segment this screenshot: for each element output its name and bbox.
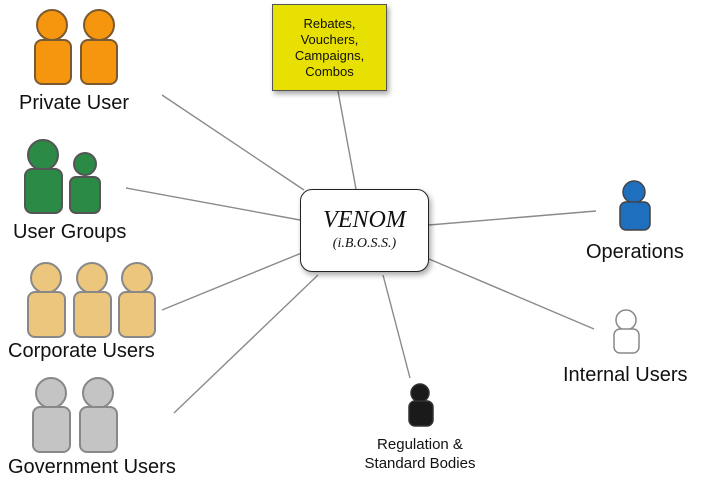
regulation-label-line: Regulation & [377, 436, 463, 453]
operations-icon [619, 180, 651, 231]
internal-users-icon [613, 309, 640, 354]
note-line: Vouchers, [300, 31, 359, 47]
regulation-label: Regulation & Standard Bodies [360, 435, 480, 473]
note-line: Combos [305, 63, 354, 79]
private-user-label: Private User [19, 92, 130, 114]
note-line: Campaigns, [294, 47, 365, 63]
government-users-icon [32, 377, 118, 453]
connector-regulation [382, 274, 411, 379]
regulation-icon [408, 383, 434, 427]
regulation-label-line: Standard Bodies [364, 455, 476, 472]
rebates-note: Rebates, Vouchers, Campaigns, Combos [272, 4, 387, 91]
operations-label: Operations [586, 241, 684, 263]
corporate-users-icon [27, 262, 156, 338]
connector-internal-users [428, 258, 595, 330]
center-title: VENOM [323, 207, 406, 233]
connector-operations [428, 210, 597, 226]
connector-user-groups [125, 187, 301, 221]
connector-government-users [173, 274, 319, 414]
user-groups-label: User Groups [13, 221, 127, 243]
private-user-icon [34, 9, 118, 85]
connector-private-user [161, 94, 305, 191]
center-subtitle: (i.B.O.S.S.) [332, 236, 397, 251]
connector-note [337, 90, 357, 190]
user-groups-icon [24, 139, 101, 214]
venom-center-node: VENOM (i.B.O.S.S.) [300, 189, 429, 272]
note-line: Rebates, [303, 15, 356, 31]
connector-corporate-users [161, 251, 305, 311]
government-users-label: Government Users [8, 456, 176, 478]
internal-users-label: Internal Users [563, 364, 688, 386]
corporate-users-label: Corporate Users [8, 340, 155, 362]
